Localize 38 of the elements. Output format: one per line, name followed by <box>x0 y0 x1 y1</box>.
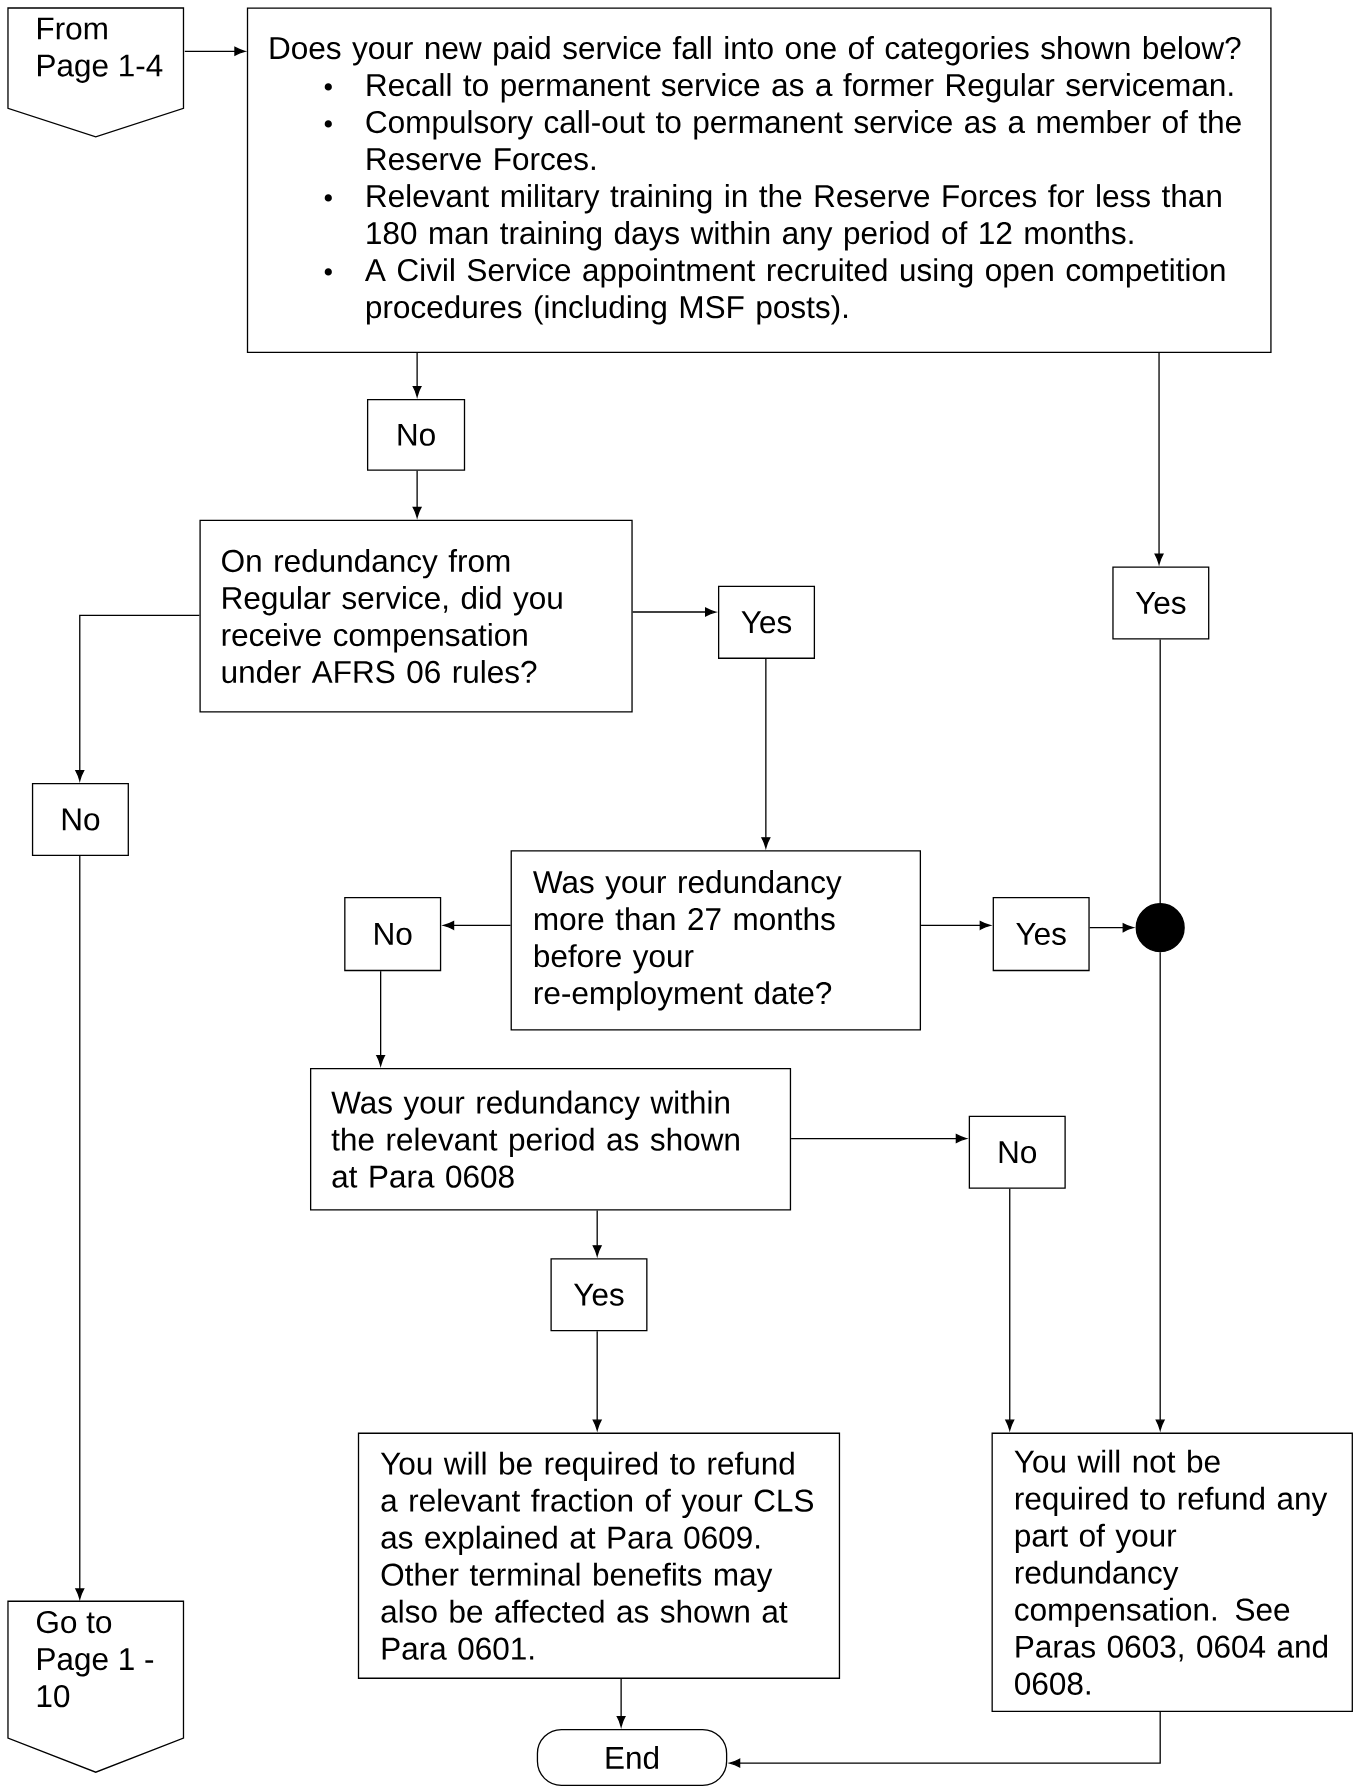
arrow <box>592 1330 602 1431</box>
answer-label-box: No <box>366 398 465 471</box>
arrow <box>75 614 200 781</box>
process-box: Was your redundancy more than 27 months before your re-employment date? <box>510 850 921 1031</box>
answer-label-box: Yes <box>992 896 1090 972</box>
off-page-connector: From Page 1-4 <box>7 7 184 138</box>
arrow <box>375 970 385 1066</box>
arrow <box>412 351 422 397</box>
arrow <box>1155 951 1165 1431</box>
terminator: End <box>536 1728 728 1787</box>
arrow <box>1088 923 1134 933</box>
answer-label-box: Yes <box>717 585 815 659</box>
arrow <box>761 658 771 849</box>
arrow <box>183 46 246 56</box>
answer-label-box: Yes <box>550 1258 648 1332</box>
off-page-connector: Go to Page 1 - 10 <box>7 1600 184 1773</box>
process-box: You will not be required to refund any part of your redundancy compensation. See Paras 0603, 0604 and 0608. <box>991 1432 1353 1712</box>
arrow <box>616 1678 626 1727</box>
answer-label-box: No <box>31 782 129 857</box>
arrow <box>920 920 991 930</box>
arrow <box>1154 351 1164 565</box>
arrow <box>412 470 422 518</box>
connector-line <box>1159 638 1161 904</box>
arrow <box>790 1134 967 1144</box>
answer-label-box: Yes <box>1112 566 1210 640</box>
arrow <box>1005 1188 1014 1431</box>
answer-label-box: No <box>343 896 441 972</box>
arrow <box>592 1209 602 1257</box>
answer-label-box: No <box>968 1115 1066 1189</box>
process-box: On redundancy from Regular service, did you receive compensation under AFRS 06 rules? <box>199 519 633 713</box>
process-box: Does your new paid service fall into one of categories shown below? Recall to permanent service as a former Regular serviceman. Compulsory call-out to permanent service as a member of the Reserve Forces. Relevant military training in the Reserve Forces for less than 180 man training days within any period of 12 months. A Civil Service appointment recruited using open competition procedures (including MSF posts). <box>246 7 1272 353</box>
process-box: Was your redundancy within the relevant period as shown at Para 0608 <box>309 1067 791 1211</box>
junction-dot <box>1135 903 1185 953</box>
process-box: You will be required to refund a relevant fraction of your CLS as explained at Para 0609. Other terminal benefits may also be affected as shown at Para 0601. <box>357 1432 840 1679</box>
arrow <box>75 855 85 1600</box>
arrow <box>442 920 511 930</box>
arrow <box>729 1711 1161 1768</box>
arrow <box>631 607 716 617</box>
